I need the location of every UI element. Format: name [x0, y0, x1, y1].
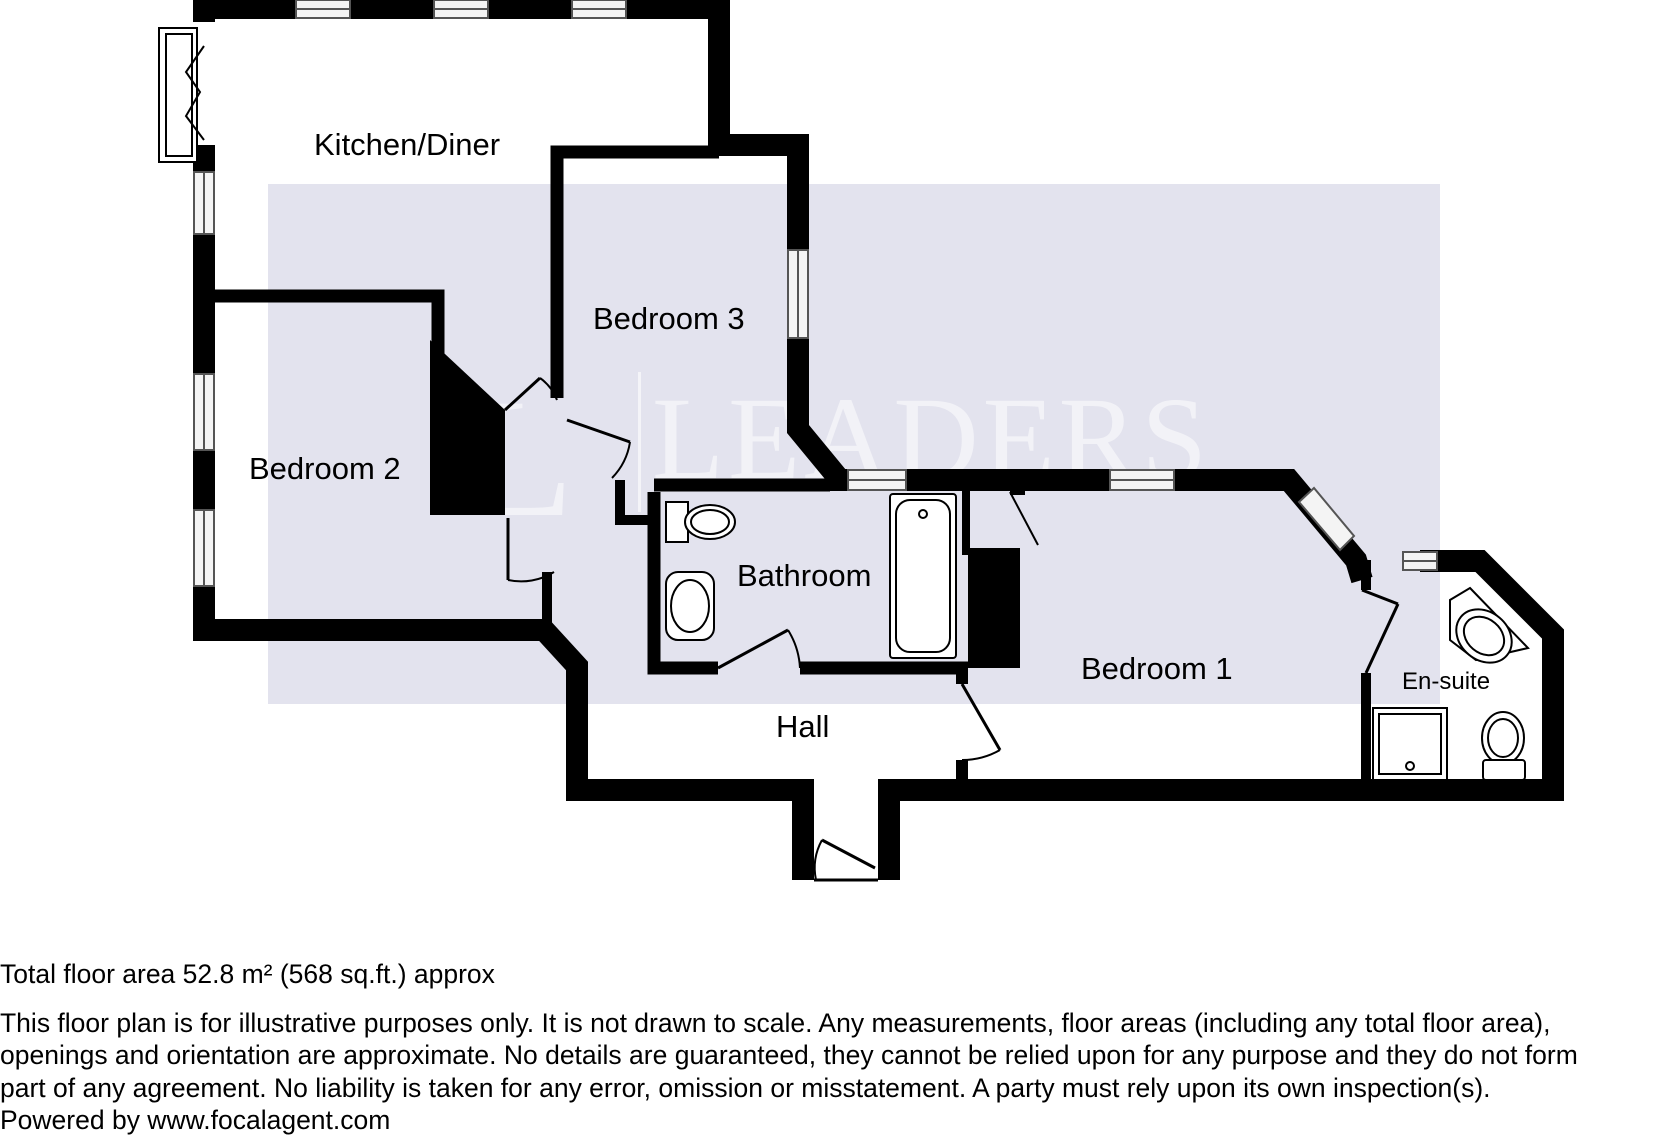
- label-bedroom-2: Bedroom 2: [249, 451, 401, 486]
- label-kitchen-diner: Kitchen/Diner: [314, 127, 500, 162]
- floor-plan: L LEADERS: [158, 0, 1564, 882]
- cupboard-block: [968, 548, 1020, 668]
- label-hall: Hall: [776, 709, 829, 744]
- label-en-suite: En-suite: [1402, 668, 1490, 695]
- cupboard-door: [1009, 491, 1039, 546]
- watermark-divider: [638, 372, 641, 512]
- disclaimer-line-1: This floor plan is for illustrative purp…: [0, 1007, 1551, 1038]
- label-bedroom-3: Bedroom 3: [593, 301, 745, 336]
- doors: [503, 376, 1400, 882]
- disclaimer-line-2: openings and orientation are approximate…: [0, 1040, 1578, 1070]
- label-bathroom: Bathroom: [737, 558, 871, 593]
- powered-by: Powered by www.focalagent.com: [0, 1105, 391, 1135]
- disclaimer-line-3: part of any agreement. No liability is t…: [0, 1072, 1491, 1103]
- plan-notes: Total floor area 52.8 m² (568 sq.ft.) ap…: [0, 958, 1680, 1137]
- fixtures: [665, 493, 1530, 781]
- label-bedroom-1: Bedroom 1: [1081, 651, 1233, 686]
- total-floor-area: Total floor area 52.8 m² (568 sq.ft.) ap…: [0, 959, 495, 989]
- airing-cupboard-wall: [962, 485, 970, 555]
- windows: [193, 0, 1438, 587]
- balcony-doors: [158, 27, 205, 163]
- chimney-breast: [430, 340, 505, 515]
